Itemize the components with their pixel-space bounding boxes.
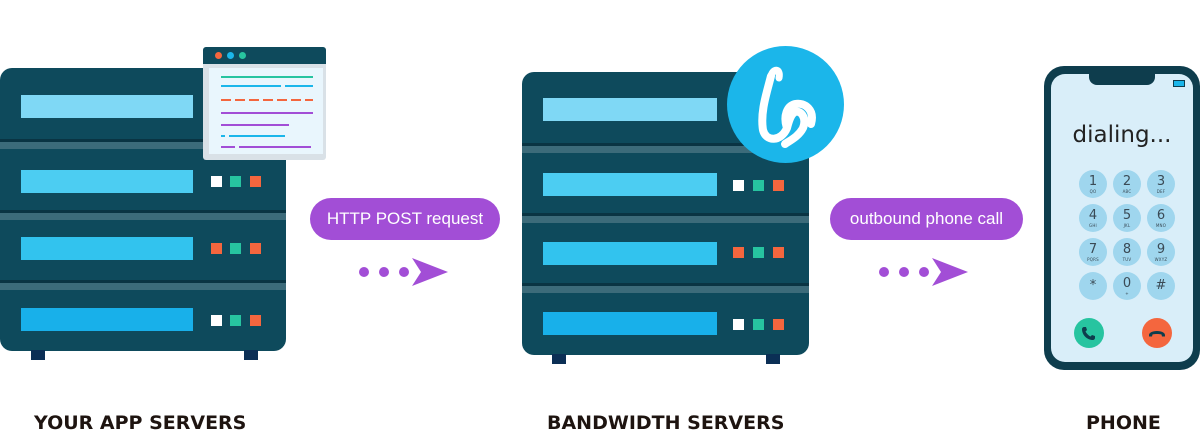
code-line xyxy=(221,124,289,126)
arrow-dot xyxy=(879,267,889,277)
server-slot xyxy=(21,237,193,260)
status-light xyxy=(753,247,764,258)
server-divider xyxy=(522,213,809,216)
server-foot xyxy=(766,354,780,364)
arrow-dot xyxy=(919,267,929,277)
phone-label: PHONE xyxy=(1086,412,1161,434)
http-post-request-pill: HTTP POST request xyxy=(310,198,500,240)
arrow-dot xyxy=(399,267,409,277)
server-foot xyxy=(244,350,258,360)
code-line xyxy=(221,85,281,87)
server-slot xyxy=(543,312,717,335)
arrow-dot xyxy=(359,267,369,277)
window-minimize-dot xyxy=(227,52,234,59)
status-light xyxy=(773,180,784,191)
code-line xyxy=(221,112,313,114)
arrow-head-icon xyxy=(932,258,968,286)
keypad-key-star[interactable]: * xyxy=(1079,272,1107,300)
server-foot xyxy=(552,354,566,364)
keypad-key-0[interactable]: 0+ xyxy=(1113,272,1141,300)
code-line xyxy=(221,76,313,78)
battery-icon xyxy=(1173,80,1185,87)
window-maximize-dot xyxy=(239,52,246,59)
status-light xyxy=(211,243,222,254)
code-page xyxy=(209,68,323,154)
code-line xyxy=(221,146,235,148)
browser-window-icon xyxy=(203,47,326,160)
server-slot xyxy=(21,95,193,118)
phone-hangup-icon xyxy=(1149,331,1165,337)
server-divider xyxy=(0,283,286,290)
status-light xyxy=(753,319,764,330)
status-light xyxy=(733,247,744,258)
app-servers-label: YOUR APP SERVERS xyxy=(34,412,247,434)
call-button[interactable] xyxy=(1074,318,1104,348)
arrow-head-icon xyxy=(412,258,448,286)
status-light xyxy=(211,176,222,187)
server-divider xyxy=(522,286,809,293)
server-divider xyxy=(0,280,286,283)
status-light xyxy=(250,243,261,254)
code-line xyxy=(239,146,311,148)
server-slot xyxy=(543,98,717,121)
status-light xyxy=(230,176,241,187)
status-light xyxy=(250,176,261,187)
status-light xyxy=(230,243,241,254)
server-slot xyxy=(543,242,717,265)
server-slot xyxy=(21,170,193,193)
status-light xyxy=(230,315,241,326)
status-light xyxy=(250,315,261,326)
browser-titlebar xyxy=(203,47,326,64)
outbound-phone-call-pill: outbound phone call xyxy=(830,198,1023,240)
server-divider xyxy=(0,213,286,220)
code-line xyxy=(221,99,313,101)
server-divider xyxy=(0,139,286,142)
code-line xyxy=(285,85,313,87)
status-light xyxy=(733,319,744,330)
server-slot xyxy=(543,173,717,196)
bandwidth-server-rack xyxy=(522,72,809,355)
server-foot xyxy=(31,350,45,360)
arrow-dot xyxy=(899,267,909,277)
arrow-dot xyxy=(379,267,389,277)
server-slot xyxy=(21,308,193,331)
code-line xyxy=(221,135,225,137)
status-light xyxy=(773,247,784,258)
dialing-status: dialing... xyxy=(1072,122,1172,148)
server-divider xyxy=(522,143,809,146)
status-light xyxy=(733,180,744,191)
server-divider xyxy=(522,216,809,223)
bandwidth-servers-label: BANDWIDTH SERVERS xyxy=(547,412,785,434)
server-divider xyxy=(522,283,809,286)
window-close-dot xyxy=(215,52,222,59)
server-divider xyxy=(522,146,809,153)
code-line xyxy=(229,135,285,137)
status-light xyxy=(211,315,222,326)
phone-notch xyxy=(1089,74,1155,85)
hangup-button[interactable] xyxy=(1142,318,1172,348)
server-divider xyxy=(0,142,286,149)
server-divider xyxy=(0,210,286,213)
status-light xyxy=(773,319,784,330)
keypad-key-hash[interactable]: # xyxy=(1147,272,1175,300)
bandwidth-logo-icon xyxy=(727,46,844,163)
status-light xyxy=(753,180,764,191)
phone-call-icon xyxy=(1082,327,1095,340)
